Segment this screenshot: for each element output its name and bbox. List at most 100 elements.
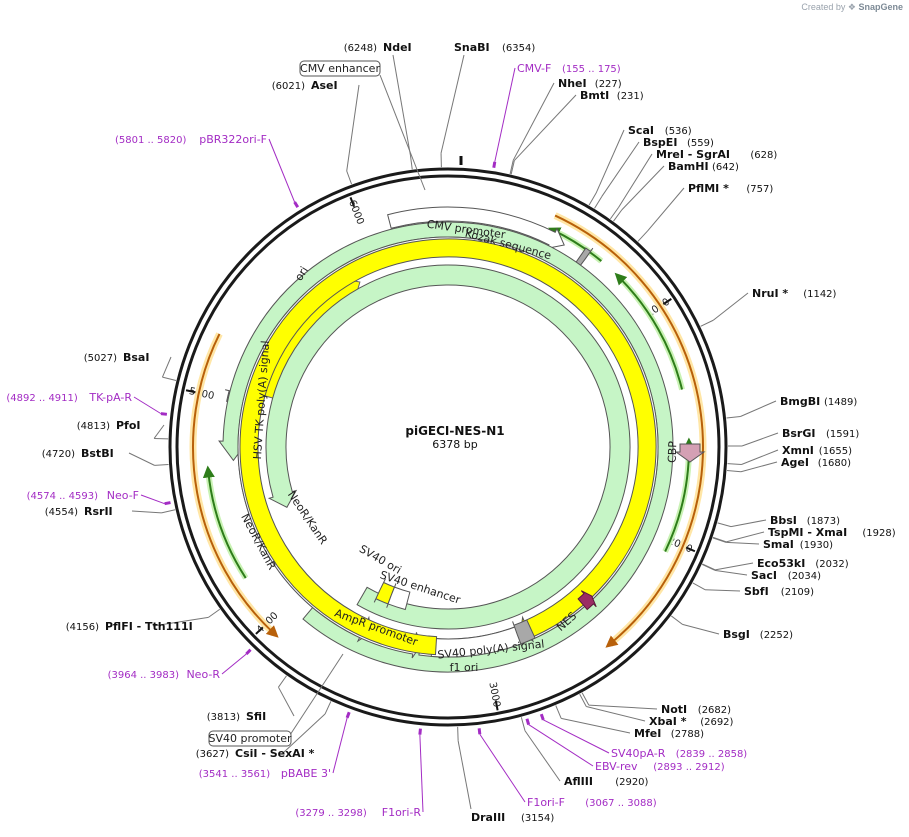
- site-ndei[interactable]: (6248)NdeI: [344, 41, 413, 170]
- cmv-promoter-arrow: [387, 206, 565, 250]
- primer-tk-pa-r[interactable]: TK-pA-R(4892 .. 4911): [6, 391, 168, 416]
- credit-brand: SnapGene: [858, 2, 903, 12]
- site-name-noti: NotI: [661, 703, 687, 716]
- primer-f1ori-r[interactable]: F1ori-R(3279 .. 3298): [295, 728, 424, 819]
- site-smai[interactable]: SmaI(1930): [712, 537, 833, 551]
- orf-green-left-glow: [205, 471, 249, 580]
- site-nrui[interactable]: NruI *(1142): [700, 287, 837, 327]
- site-bsai[interactable]: (5027) BsaI: [84, 351, 177, 381]
- site-name-scai: ScaI: [628, 124, 654, 137]
- primer-sv40pa-r[interactable]: SV40pA-R (2839 .. 2858): [539, 713, 748, 760]
- tick-label-3000: 3000: [486, 681, 502, 708]
- site-name-sbfi: SbfI: [744, 585, 769, 598]
- site-eco53ki[interactable]: Eco53kI(2032): [702, 557, 849, 571]
- site-snabi[interactable]: SnaBI(6354): [440, 41, 535, 168]
- primer-f1ori-f[interactable]: F1ori-F (3067 .. 3088): [477, 728, 657, 809]
- neor-kanr-inner-arrow: [265, 264, 631, 630]
- site-bmgbi[interactable]: BmgBI(1489): [726, 395, 857, 419]
- primer-ebv-rev[interactable]: EBV-rev(2893 .. 2912): [525, 718, 725, 773]
- primer-range-f1ori-f: (3067 .. 3088): [585, 798, 657, 809]
- site-name-csii-sexai: CsiI - SexAI *: [235, 747, 315, 760]
- tick-5000: [185, 389, 197, 394]
- primer-name-neo-f: Neo-F: [107, 489, 139, 502]
- site-pos-snabi: (6354): [502, 43, 535, 54]
- site-rsrii[interactable]: (4554)RsrII: [45, 505, 176, 518]
- site-pos-bsai: (5027): [84, 353, 117, 364]
- site-pflfi-tth111i[interactable]: (4156)PflFI - Tth111I: [66, 608, 221, 633]
- site-name-saci: SacI: [751, 569, 777, 582]
- site-bsrgi[interactable]: BsrGI(1591): [727, 427, 859, 447]
- site-pos-afliii: (2920): [615, 777, 648, 788]
- site-pfoi[interactable]: (4813) PfoI: [77, 419, 169, 440]
- site-pos-eco53ki: (2032): [815, 559, 848, 570]
- site-name-bsgi: BsgI: [723, 628, 750, 641]
- site-agei[interactable]: AgeI(1680): [726, 456, 851, 473]
- site-pos-scai: (536): [665, 126, 692, 137]
- site-mrei-sgrai[interactable]: MreI - SgrAI(628): [609, 148, 777, 220]
- site-pos-noti: (2682): [698, 705, 731, 716]
- primer-name-pbabe-3: pBABE 3': [281, 767, 331, 780]
- cmv-enhancer-text: CMV enhancer: [300, 62, 380, 75]
- site-pos-bmgbi: (1489): [824, 397, 857, 408]
- primer-neo-f[interactable]: Neo-F (4574 .. 4593): [27, 489, 171, 506]
- site-sfii[interactable]: (3813)SfiI: [207, 675, 295, 723]
- primer-range-tk-pa-r: (4892 .. 4911): [6, 393, 78, 404]
- snapgene-credit: Created by ❖ SnapGene: [801, 2, 903, 13]
- site-pos-pflmi: (757): [746, 184, 773, 195]
- f1-ori-label: f1 ori: [450, 661, 479, 674]
- tick-4000: [255, 626, 264, 635]
- primer-neo-r[interactable]: Neo-R(3964 .. 3983): [108, 648, 252, 681]
- site-sbfi[interactable]: SbfI(2109): [692, 582, 814, 598]
- site-pos-ndei: (6248): [344, 43, 377, 54]
- primer-range-neo-f: (4574 .. 4593): [27, 491, 99, 502]
- primer-range-sv40pa-r: (2839 .. 2858): [676, 749, 748, 760]
- site-mfei[interactable]: MfeI(2788): [555, 705, 704, 740]
- site-bbsi[interactable]: BbsI(1873): [717, 514, 841, 528]
- primer-range-pbr322ori-f: (5801 .. 5820): [115, 135, 187, 146]
- cbp-arrow: [674, 443, 706, 463]
- tick-3000: [494, 700, 499, 711]
- site-name-pflmi: PflMI *: [688, 182, 729, 195]
- primer-pbabe-3[interactable]: pBABE 3'(3541 .. 3561): [199, 711, 351, 780]
- site-pos-bbsi: (1873): [807, 516, 840, 527]
- site-draiii[interactable]: DraIII(3154): [457, 726, 555, 824]
- site-name-bsrgi: BsrGI: [782, 427, 815, 440]
- site-csii-sexai[interactable]: (3627) CsiI - SexAI *: [196, 701, 332, 760]
- tick-6000: [349, 197, 356, 208]
- site-xmni[interactable]: XmnI(1655): [727, 444, 853, 466]
- primer-range-cmv-f: (155 .. 175): [562, 64, 621, 75]
- site-pos-nrui: (1142): [803, 289, 836, 300]
- site-nhei[interactable]: NheI(227): [509, 77, 622, 175]
- primer-range-neo-r: (3964 .. 3983): [108, 670, 180, 681]
- site-bspei[interactable]: BspEI(559): [594, 136, 714, 209]
- primer-name-f1ori-f: F1ori-F: [527, 796, 565, 809]
- site-bsgi[interactable]: BsgI(2252): [670, 615, 793, 641]
- ori-label: ori: [292, 264, 311, 283]
- site-bamhi[interactable]: BamHI(642): [613, 160, 739, 222]
- site-saci[interactable]: SacI(2034): [701, 564, 821, 582]
- site-name-draiii: DraIII: [471, 811, 505, 824]
- site-scai[interactable]: ScaI (536): [588, 124, 692, 206]
- site-pos-asei: (6021): [272, 81, 305, 92]
- site-asei[interactable]: (6021)AseI: [272, 79, 360, 185]
- site-tspmi-xmai[interactable]: TspMI - XmaI(1928): [712, 526, 896, 543]
- site-pos-pfoi: (4813): [77, 421, 110, 432]
- site-bstbi[interactable]: (4720)BstBI: [42, 447, 169, 466]
- backbone-outer: [168, 167, 728, 727]
- site-bmti[interactable]: BmtI(231): [510, 89, 644, 175]
- site-pflmi[interactable]: PflMI * (757): [637, 182, 773, 242]
- primer-name-sv40pa-r: SV40pA-R: [611, 747, 666, 760]
- site-name-bsai: BsaI: [123, 351, 149, 364]
- site-xbai[interactable]: XbaI *(2692): [579, 693, 734, 728]
- site-name-pfoi: PfoI: [116, 419, 141, 432]
- site-pos-rsrii: (4554): [45, 507, 78, 518]
- site-name-afliii: AflIII: [564, 775, 593, 788]
- primer-name-f1ori-r: F1ori-R: [382, 806, 422, 819]
- site-pos-nhei: (227): [595, 79, 622, 90]
- site-noti[interactable]: NotI (2682): [581, 692, 731, 716]
- site-pos-csii-sexai: (3627): [196, 749, 229, 760]
- primer-pbr322ori-f[interactable]: pBR322ori-F(5801 .. 5820): [115, 133, 300, 208]
- site-pos-xbai: (2692): [700, 717, 733, 728]
- site-afliii[interactable]: AflIII (2920): [520, 717, 649, 788]
- primer-cmv-f[interactable]: CMV-F(155 .. 175): [492, 62, 621, 168]
